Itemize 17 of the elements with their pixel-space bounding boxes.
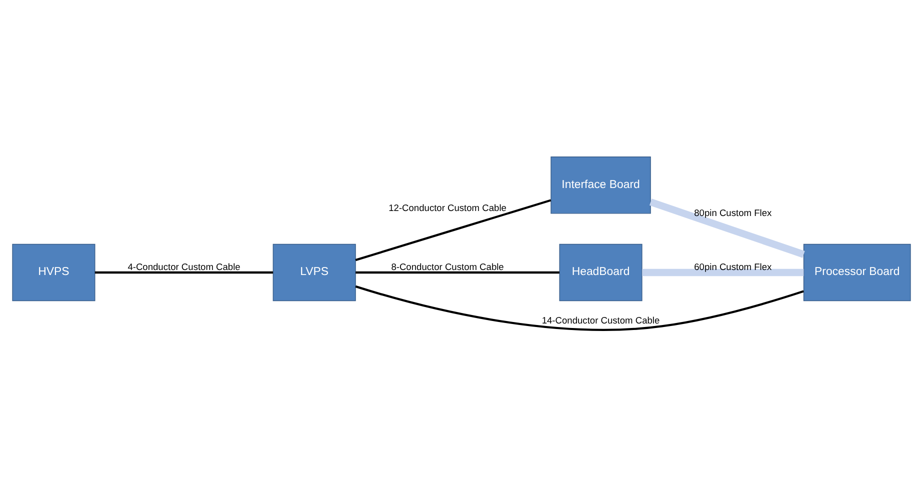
edge-label: 14-Conductor Custom Cable: [542, 315, 660, 326]
connector: [355, 284, 804, 330]
edge-label: 80pin Custom Flex: [694, 208, 772, 218]
node-box: HVPS: [12, 243, 96, 301]
node-box: HeadBoard: [559, 243, 642, 301]
edge-label: 8-Conductor Custom Cable: [391, 261, 504, 272]
connector: [355, 198, 552, 261]
node-box: Processor Board: [803, 243, 911, 301]
node-box: LVPS: [272, 243, 356, 301]
connector: [356, 270, 560, 274]
edge-label: 12-Conductor Custom Cable: [388, 202, 506, 213]
node-box: Interface Board: [550, 156, 651, 214]
edge-label: 4-Conductor Custom Cable: [128, 261, 240, 272]
connector: [649, 198, 805, 258]
edge-label: 60pin Custom Flex: [694, 261, 772, 272]
connector: [94, 270, 273, 274]
connector: [642, 268, 804, 276]
